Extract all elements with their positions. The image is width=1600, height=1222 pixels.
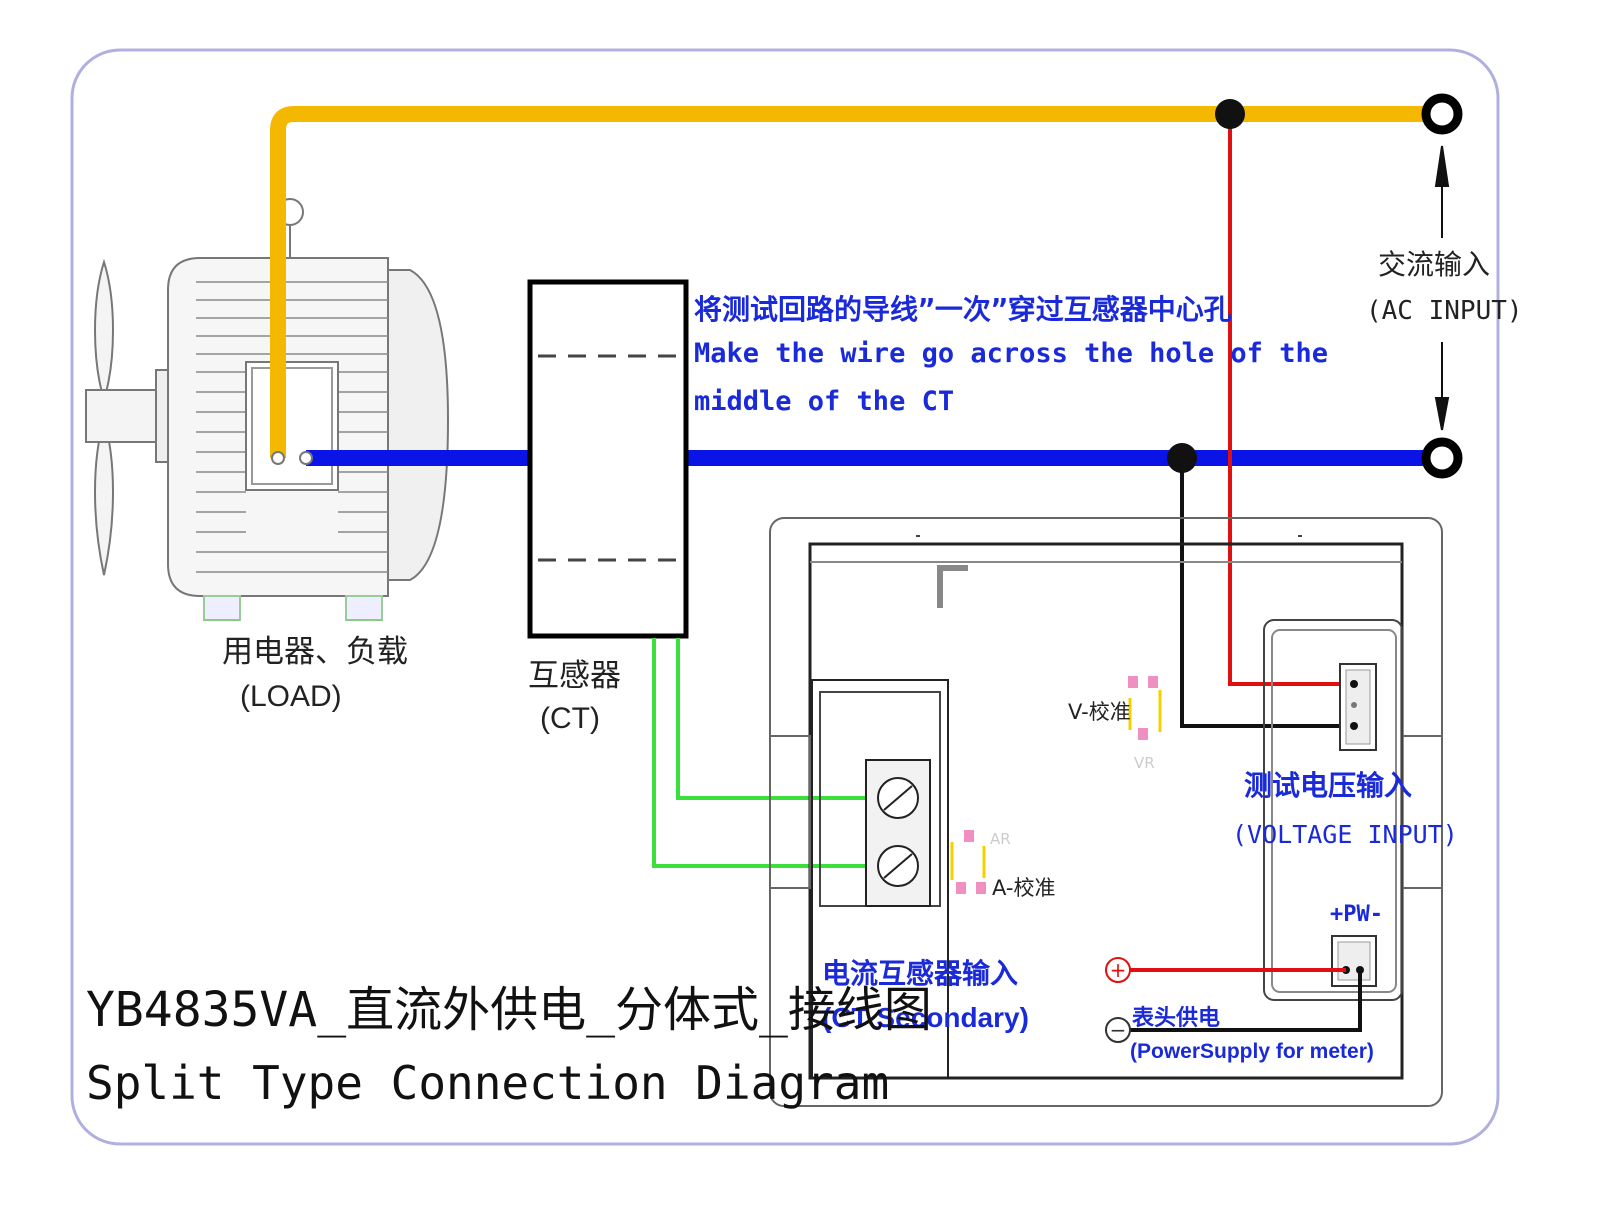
screw-icon xyxy=(877,777,919,887)
ar-label: AR xyxy=(990,830,1011,848)
vr-label: VR xyxy=(1134,754,1155,772)
plus-symbol: + xyxy=(1110,958,1127,982)
a-calibration-label: A-校准 xyxy=(992,876,1056,900)
load-label-cn: 用电器、负载 xyxy=(222,634,408,670)
instruction-en-line1: Make the wire go across the hole of the xyxy=(694,338,1328,369)
ac-input-arrow xyxy=(1434,145,1450,431)
ct-input-label-en: (CT Secondary) xyxy=(822,1002,1029,1033)
ct-box xyxy=(527,279,689,639)
junction-dot-live xyxy=(1215,99,1245,129)
ac-input-terminal-bottom xyxy=(1421,437,1463,479)
junction-dot-neutral xyxy=(1167,443,1197,473)
ct-label-en: (CT) xyxy=(540,702,600,735)
voltage-sense-red-wire xyxy=(1228,114,1354,686)
pw-terminal-label: +PW- xyxy=(1330,902,1383,927)
motor-terminal-neutral xyxy=(299,451,313,465)
instruction-cn: 将测试回路的导线”一次”穿过互感器中心孔 xyxy=(694,293,1232,326)
power-supply-label-cn: 表头供电 xyxy=(1132,1006,1221,1031)
v-calibration-pads xyxy=(1128,676,1162,740)
ct-input-label-cn: 电流互感器输入 xyxy=(822,957,1019,990)
live-wire xyxy=(270,106,1442,458)
ac-input-label-cn: 交流输入 xyxy=(1378,248,1491,281)
ct-secondary-wire-1 xyxy=(676,638,866,800)
ac-input-label-en: (AC INPUT) xyxy=(1366,296,1523,326)
ct-label-cn: 互感器 xyxy=(528,658,621,694)
a-calibration-pads xyxy=(950,830,986,894)
power-negative-wire xyxy=(1130,970,1362,1032)
connector-pin xyxy=(1350,680,1358,688)
minus-symbol: − xyxy=(1110,1018,1127,1042)
connector-pin xyxy=(1351,702,1357,708)
v-calibration-label: V-校准 xyxy=(1068,700,1131,724)
voltage-input-label-en: (VOLTAGE INPUT) xyxy=(1232,820,1458,849)
load-label-en: (LOAD) xyxy=(240,680,342,713)
outer-frame xyxy=(70,48,1500,1146)
motor-load-icon xyxy=(85,198,450,621)
ac-input-terminal-top xyxy=(1421,93,1463,135)
voltage-sense-black-wire xyxy=(1180,458,1354,728)
power-supply-label-en: (PowerSupply for meter) xyxy=(1130,1040,1374,1063)
meter-body xyxy=(769,517,1443,1107)
ct-secondary-wire-2 xyxy=(652,638,866,868)
plus-symbol-icon: + xyxy=(1105,957,1131,983)
diagram-title-en: Split Type Connection Diagram xyxy=(86,1056,890,1110)
minus-symbol-icon: − xyxy=(1105,1017,1131,1043)
instruction-en-line2: middle of the CT xyxy=(694,386,955,417)
voltage-input-label-cn: 测试电压输入 xyxy=(1244,769,1413,802)
connector-pin xyxy=(1350,722,1358,730)
diagram-title-cn: YB4835VA_直流外供电_分体式_接线图 xyxy=(86,982,932,1038)
motor-terminal-live xyxy=(271,451,285,465)
